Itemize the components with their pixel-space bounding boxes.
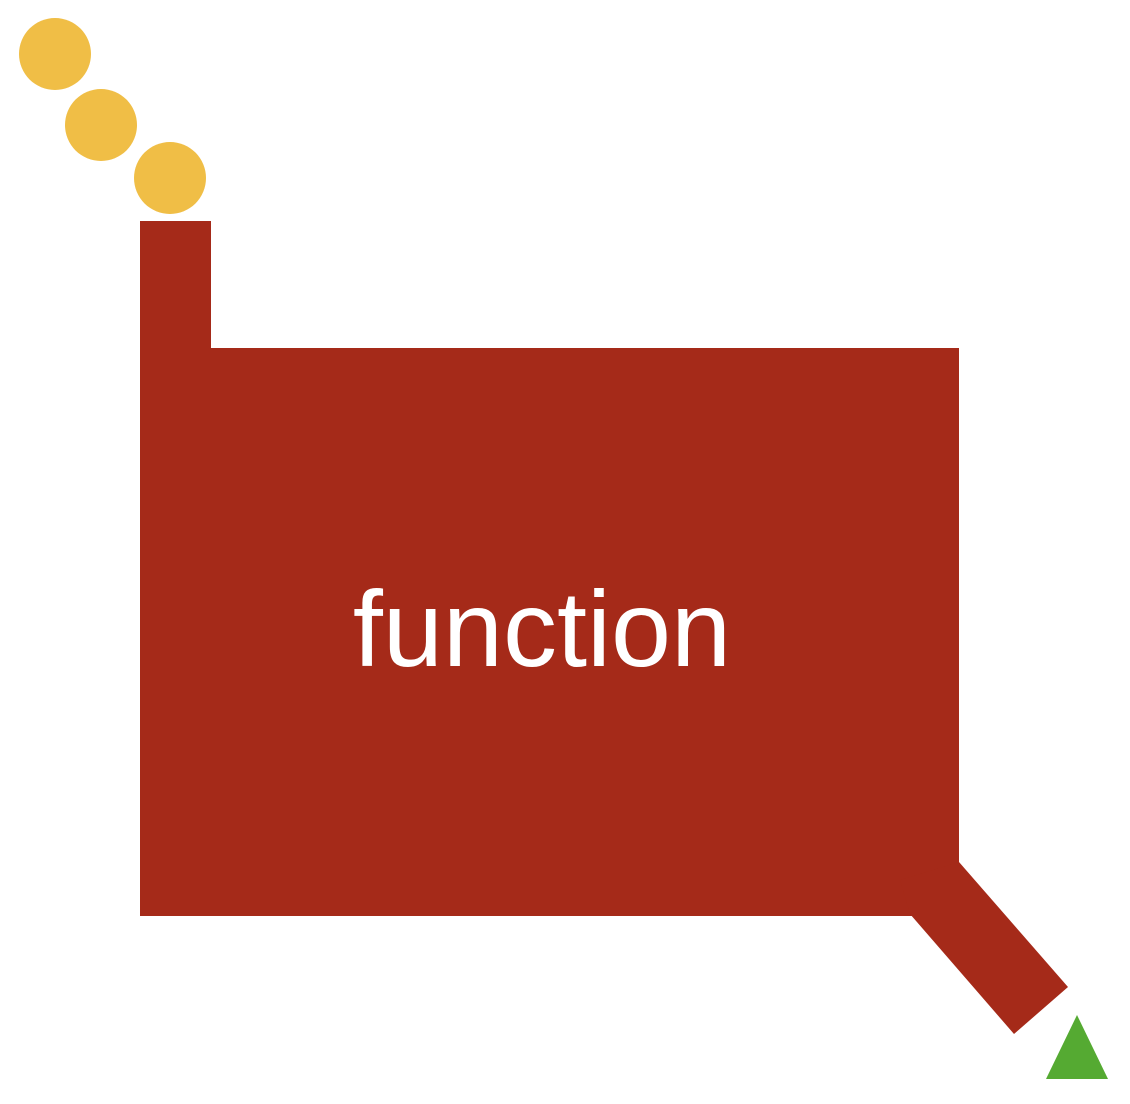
output-triangle bbox=[1046, 1015, 1108, 1079]
function-label: function bbox=[353, 568, 731, 689]
input-ball-3 bbox=[134, 142, 206, 214]
output-spout bbox=[900, 862, 1068, 1034]
input-ball-1 bbox=[19, 18, 91, 90]
input-ball-2 bbox=[65, 89, 137, 161]
function-machine-body bbox=[140, 221, 959, 916]
